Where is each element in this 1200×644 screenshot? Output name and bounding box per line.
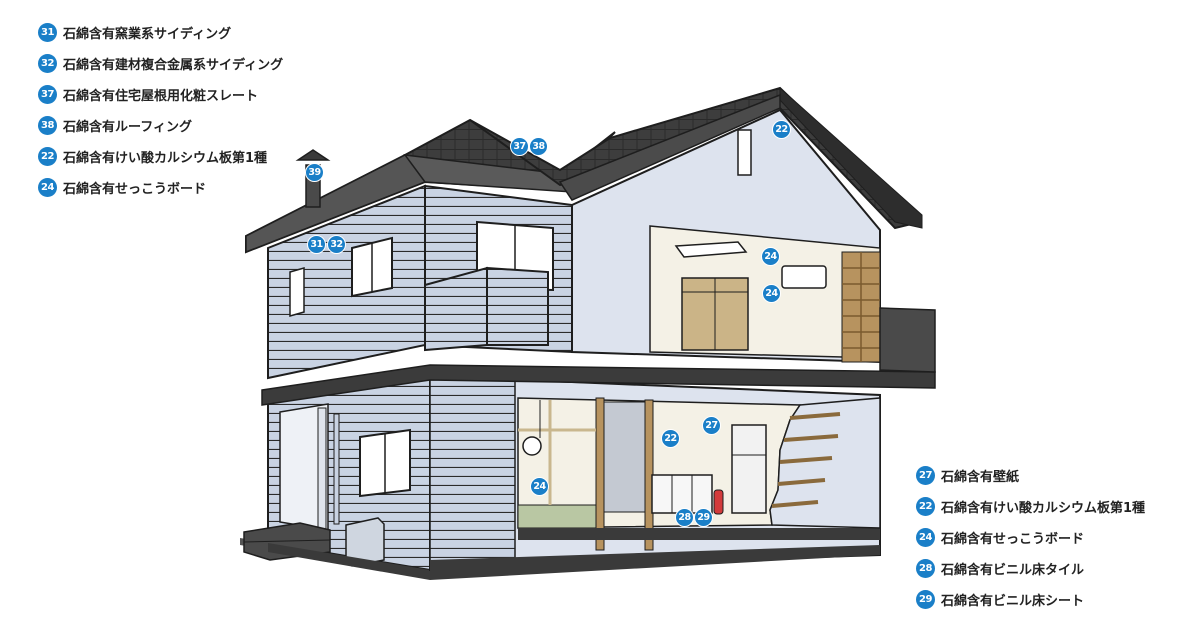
wood-post-1: [595, 397, 605, 551]
marker-floor-tile: 28: [675, 508, 694, 527]
legend-badge: 37: [38, 84, 57, 104]
porch-column: [317, 407, 327, 531]
downspout: [333, 413, 340, 525]
marker-siding-metal: 32: [327, 235, 346, 254]
legend-item: 37 石綿含有住宅屋根用化粧スレート: [38, 82, 283, 106]
marker-roof-slate: 37: [510, 137, 529, 156]
legend-label: 石綿含有窯業系サイディング: [63, 26, 232, 42]
legend-label: 石綿含有建材複合金属系サイディング: [63, 57, 284, 73]
marker-wallpaper: 27: [702, 416, 721, 435]
legend-item: 24 石綿含有せっこうボード: [916, 525, 1145, 549]
legend-item: 32 石綿含有建材複合金属系サイディング: [38, 51, 283, 75]
side-balcony: [879, 307, 936, 373]
legend-badge: 32: [38, 53, 57, 73]
ground-front-siding: [429, 375, 516, 571]
marker-chimney: 39: [305, 163, 324, 182]
marker-roof-felt: 38: [529, 137, 548, 156]
legend-badge: 24: [916, 527, 935, 547]
legend-label: 石綿含有せっこうボード: [941, 531, 1085, 547]
legend-badge: 24: [38, 177, 57, 197]
wall-lath: [771, 412, 841, 508]
legend-badge: 22: [916, 496, 935, 516]
pendant-lamp: [522, 436, 542, 456]
legend-item: 22 石綿含有けい酸カルシウム板第1種: [916, 494, 1145, 518]
legend-item: 27 石綿含有壁紙: [916, 463, 1145, 487]
roof-gable-bargeboard: [558, 93, 781, 201]
air-conditioner: [781, 265, 827, 289]
marker-floor-sheet: 29: [694, 508, 713, 527]
veranda-railing-front: [486, 266, 549, 346]
legend-item: 38 石綿含有ルーフィング: [38, 113, 283, 137]
fire-extinguisher: [713, 489, 724, 515]
broken-wall: [769, 397, 881, 529]
marker-upper-ceiling: 24: [761, 247, 780, 266]
legend-item: 28 石綿含有ビニル床タイル: [916, 556, 1145, 580]
legend-label: 石綿含有住宅屋根用化粧スレート: [63, 88, 259, 104]
legend-item: 29 石綿含有ビニル床シート: [916, 587, 1145, 611]
legend-item: 31 石綿含有窯業系サイディング: [38, 20, 283, 44]
legend-badge: 22: [38, 146, 57, 166]
foundation-left: [268, 543, 430, 580]
legend-bottom: 27 石綿含有壁紙 22 石綿含有けい酸カルシウム板第1種 24 石綿含有せっこうボー…: [916, 463, 1145, 618]
tatami-floor: [517, 504, 601, 529]
marker-ground-wall: 24: [530, 477, 549, 496]
legend-label: 石綿含有せっこうボード: [63, 181, 207, 197]
legend-badge: 38: [38, 115, 57, 135]
legend-label: 石綿含有壁紙: [941, 469, 1020, 485]
partition: [603, 401, 646, 513]
kitchen-counter: [651, 474, 713, 514]
legend-badge: 31: [38, 22, 57, 42]
legend-item: 24 石綿含有せっこうボード: [38, 175, 283, 199]
legend-badge: 28: [916, 558, 935, 578]
legend-label: 石綿含有ビニル床タイル: [941, 562, 1085, 578]
legend-top: 31 石綿含有窯業系サイディング 32 石綿含有建材複合金属系サイディング 37 石綿…: [38, 20, 283, 206]
legend-label: 石綿含有ルーフィング: [63, 119, 192, 135]
gable-window: [737, 129, 752, 176]
refrigerator: [731, 424, 767, 514]
legend-item: 22 石綿含有けい酸カルシウム板第1種: [38, 144, 283, 168]
chimney-cap: [295, 149, 331, 161]
marker-kitchen-wall: 22: [661, 429, 680, 448]
legend-label: 石綿含有ビニル床シート: [941, 593, 1085, 609]
marker-gable: 22: [772, 120, 791, 139]
upper-lath: [841, 251, 881, 363]
marker-upper-wall: 24: [762, 284, 781, 303]
legend-badge: 27: [916, 465, 935, 485]
legend-badge: 29: [916, 589, 935, 609]
ground-floor-slab: [518, 528, 880, 540]
legend-label: 石綿含有けい酸カルシウム板第1種: [63, 150, 268, 166]
marker-siding-ceramic: 31: [307, 235, 326, 254]
second-floor-slab: [261, 364, 936, 406]
upper-left-window: [289, 267, 305, 317]
foundation-right: [430, 545, 880, 580]
legend-label: 石綿含有けい酸カルシウム板第1種: [941, 500, 1146, 516]
ceiling-light: [674, 241, 748, 258]
